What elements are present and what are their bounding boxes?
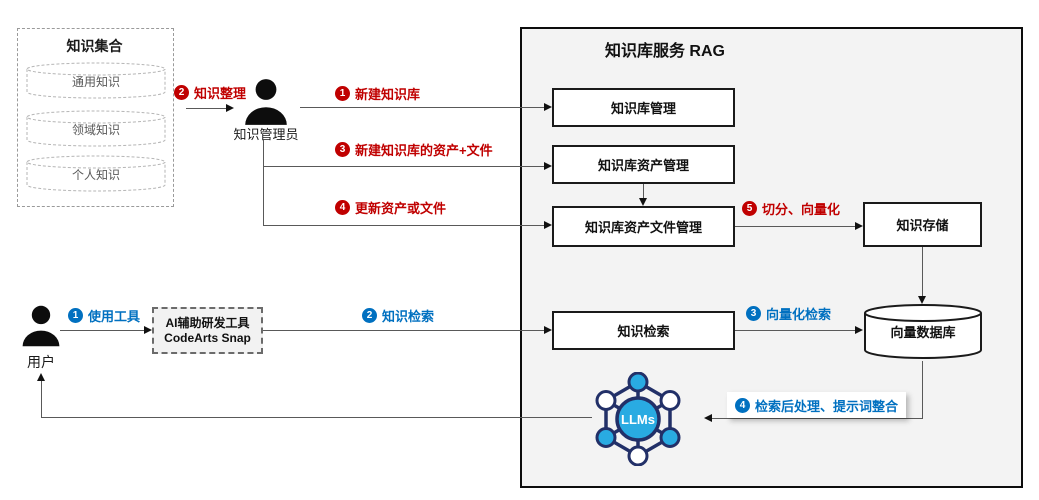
asset-file-management-box: 知识库资产文件管理 xyxy=(552,206,735,247)
vector-search-arrowhead xyxy=(855,326,863,334)
llm-to-user-line xyxy=(41,417,592,418)
knowledge-search-line xyxy=(263,330,546,331)
knowledge-retrieval-box: 知识检索 xyxy=(552,311,735,350)
step-badge: 2 xyxy=(362,308,377,323)
domain-knowledge-cylinder-icon xyxy=(26,110,166,147)
user-label: 用户 xyxy=(27,354,55,370)
tool-name-line2: CodeArts Snap xyxy=(164,330,251,345)
asset-management-box: 知识库资产管理 xyxy=(552,145,735,184)
flow-label: 更新资产或文件 xyxy=(355,201,447,216)
flow-postprocess: 4 检索后处理、提示词整合 xyxy=(735,396,898,415)
step-badge: 3 xyxy=(746,306,761,321)
split-vectorize-arrowhead xyxy=(855,222,863,230)
storage-to-vectordb-line xyxy=(922,247,923,297)
step-badge: 4 xyxy=(335,200,350,215)
flow-label: 检索后处理、提示词整合 xyxy=(755,398,899,414)
flow-update-assets: 4 更新资产或文件 xyxy=(335,198,446,217)
step-badge: 2 xyxy=(174,85,189,100)
step-badge: 3 xyxy=(335,142,350,157)
tool-name-line1: AI辅助研发工具 xyxy=(165,315,250,330)
general-knowledge-label: 通用知识 xyxy=(71,75,120,89)
flow-create-assets: 3 新建知识库的资产+文件 xyxy=(335,140,493,159)
flow-label: 使用工具 xyxy=(88,309,141,324)
vectordb-to-llm-line xyxy=(712,418,923,419)
flow-postprocess-card: 4 检索后处理、提示词整合 xyxy=(727,392,907,418)
knowledge-storage-box: 知识存储 xyxy=(863,202,982,247)
create-kb-line xyxy=(300,107,546,108)
create-kb-arrowhead xyxy=(544,103,552,111)
organize-arrowhead xyxy=(226,104,234,112)
asset-to-file-arrowhead xyxy=(639,198,647,206)
kb-management-box: 知识库管理 xyxy=(552,88,735,127)
create-assets-line xyxy=(263,166,546,167)
organize-arrow-line xyxy=(186,108,226,109)
use-tool-line xyxy=(60,330,144,331)
flow-label: 新建知识库 xyxy=(355,87,421,102)
flow-label: 新建知识库的资产+文件 xyxy=(355,143,493,158)
vector-database-cylinder-icon xyxy=(864,304,982,359)
vectordb-to-llm-arrowhead xyxy=(704,414,712,422)
vectordb-down-line xyxy=(922,361,923,418)
llm-to-user-vertical-line xyxy=(41,380,42,418)
flow-knowledge-organize: 2 知识整理 xyxy=(174,83,246,102)
admin-person-icon xyxy=(245,79,287,125)
vector-search-line xyxy=(735,330,857,331)
llm-to-user-arrowhead xyxy=(37,373,45,381)
personal-knowledge-label: 个人知识 xyxy=(71,168,120,182)
vector-database-label: 向量数据库 xyxy=(890,325,956,340)
flow-vector-search: 3 向量化检索 xyxy=(746,304,831,323)
codearts-tool-box: AI辅助研发工具 CodeArts Snap xyxy=(152,307,263,354)
flow-label: 知识检索 xyxy=(382,309,435,324)
admin-label: 知识管理员 xyxy=(233,127,299,142)
admin-trunk-line xyxy=(263,140,264,225)
update-assets-arrowhead xyxy=(544,221,552,229)
step-badge: 1 xyxy=(68,308,83,323)
user-person-icon xyxy=(22,305,60,347)
rag-service-title: 知识库服务 RAG xyxy=(604,43,725,60)
general-knowledge-cylinder-icon xyxy=(26,62,166,99)
flow-label: 向量化检索 xyxy=(766,307,832,322)
storage-to-vectordb-arrowhead xyxy=(918,296,926,304)
flow-create-kb: 1 新建知识库 xyxy=(335,84,420,103)
knowledge-search-arrowhead xyxy=(544,326,552,334)
flow-label: 切分、向量化 xyxy=(762,202,841,217)
knowledge-collection-title: 知识集合 xyxy=(66,38,123,54)
flow-knowledge-search: 2 知识检索 xyxy=(362,306,434,325)
update-assets-line xyxy=(263,225,546,226)
split-vectorize-line xyxy=(735,226,857,227)
step-badge: 5 xyxy=(742,201,757,216)
step-badge: 1 xyxy=(335,86,350,101)
llms-network-icon: LLMs xyxy=(595,372,681,466)
flow-label: 知识整理 xyxy=(194,86,247,101)
use-tool-arrowhead xyxy=(144,326,152,334)
flow-use-tool: 1 使用工具 xyxy=(68,306,140,325)
flow-split-vectorize: 5 切分、向量化 xyxy=(742,199,840,218)
domain-knowledge-label: 领域知识 xyxy=(71,123,120,137)
llms-label: LLMs xyxy=(621,412,655,427)
asset-to-file-line xyxy=(643,184,644,199)
personal-knowledge-cylinder-icon xyxy=(26,155,166,192)
step-badge: 4 xyxy=(735,397,750,413)
create-assets-arrowhead xyxy=(544,162,552,170)
